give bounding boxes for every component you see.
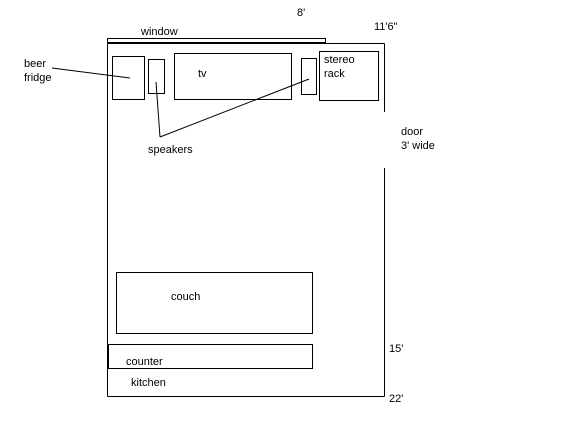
tv-label: tv [198, 68, 207, 80]
door-label-line1: door [401, 126, 423, 138]
dimension-top-right-label: 11'6" [374, 21, 398, 33]
room-walls [107, 43, 385, 397]
counter-label: counter [126, 356, 163, 368]
counter [108, 344, 313, 369]
couch [116, 272, 313, 334]
couch-label: couch [171, 291, 200, 303]
dimension-top-label: 8' [297, 7, 305, 19]
speakers-leader-left [155, 81, 161, 138]
tv [174, 53, 292, 100]
dimension-22-label: 22' [389, 393, 403, 405]
beer-fridge [112, 56, 145, 100]
speakers-leader-right [159, 78, 310, 138]
stereo-rack [319, 51, 379, 101]
beer-fridge-label-line1: beer [24, 58, 46, 70]
stereo-rack-label-line2: rack [324, 68, 345, 80]
window-label: window [140, 26, 178, 38]
beer-fridge-leader-line [51, 67, 131, 79]
beer-fridge-label-line2: fridge [24, 72, 52, 84]
speakers-label: speakers [148, 144, 193, 156]
window [107, 38, 326, 43]
dimension-15-label: 15' [389, 343, 403, 355]
door-label-line2: 3' wide [401, 140, 435, 152]
kitchen-label: kitchen [131, 377, 166, 389]
stereo-rack-label-line1: stereo [324, 54, 355, 66]
speaker-right [301, 58, 317, 95]
